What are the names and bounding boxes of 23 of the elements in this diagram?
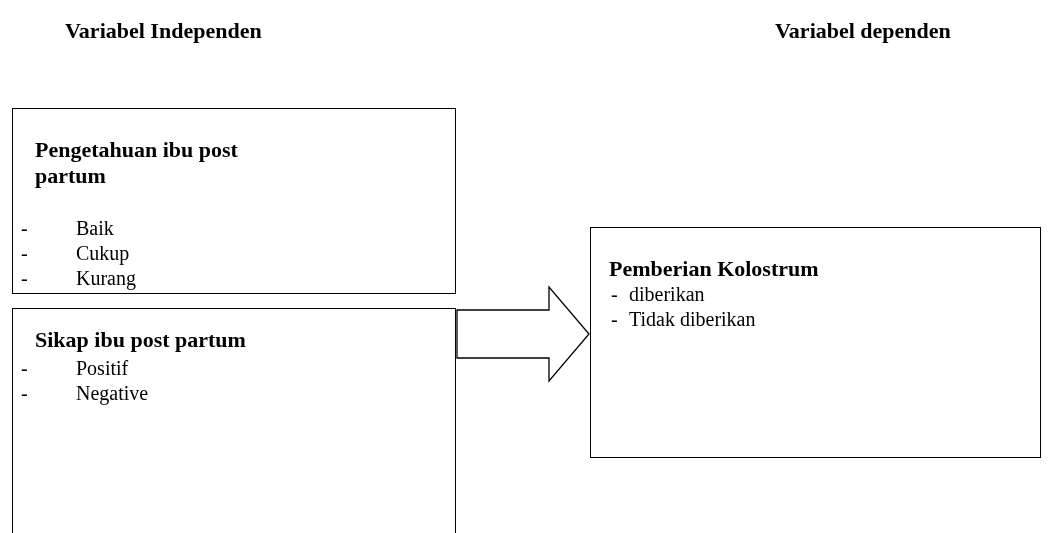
list-bullet: - xyxy=(21,266,28,290)
list-bullet: - xyxy=(21,381,28,405)
list-item: Tidak diberikan xyxy=(629,307,756,331)
list-bullet: - xyxy=(611,282,618,306)
list-item: Kurang xyxy=(76,266,136,290)
list-item: diberikan xyxy=(629,282,705,306)
column-heading: Variabel Independen xyxy=(65,18,262,44)
column-heading: Variabel dependen xyxy=(775,18,951,44)
box-heading: Pengetahuan ibu post partum xyxy=(35,137,239,189)
list-bullet: - xyxy=(21,216,28,240)
list-item: Positif xyxy=(76,356,129,380)
box-heading: Pemberian Kolostrum xyxy=(609,256,820,282)
list-item: Baik xyxy=(76,216,114,240)
block-arrow xyxy=(456,285,590,383)
variable-box xyxy=(12,108,456,294)
variable-box xyxy=(590,227,1041,458)
list-bullet: - xyxy=(611,307,618,331)
list-bullet: - xyxy=(21,241,28,265)
variable-box xyxy=(12,308,456,533)
list-bullet: - xyxy=(21,356,28,380)
list-item: Cukup xyxy=(76,241,130,265)
list-item: Negative xyxy=(76,381,149,405)
box-heading: Sikap ibu post partum xyxy=(35,327,247,353)
